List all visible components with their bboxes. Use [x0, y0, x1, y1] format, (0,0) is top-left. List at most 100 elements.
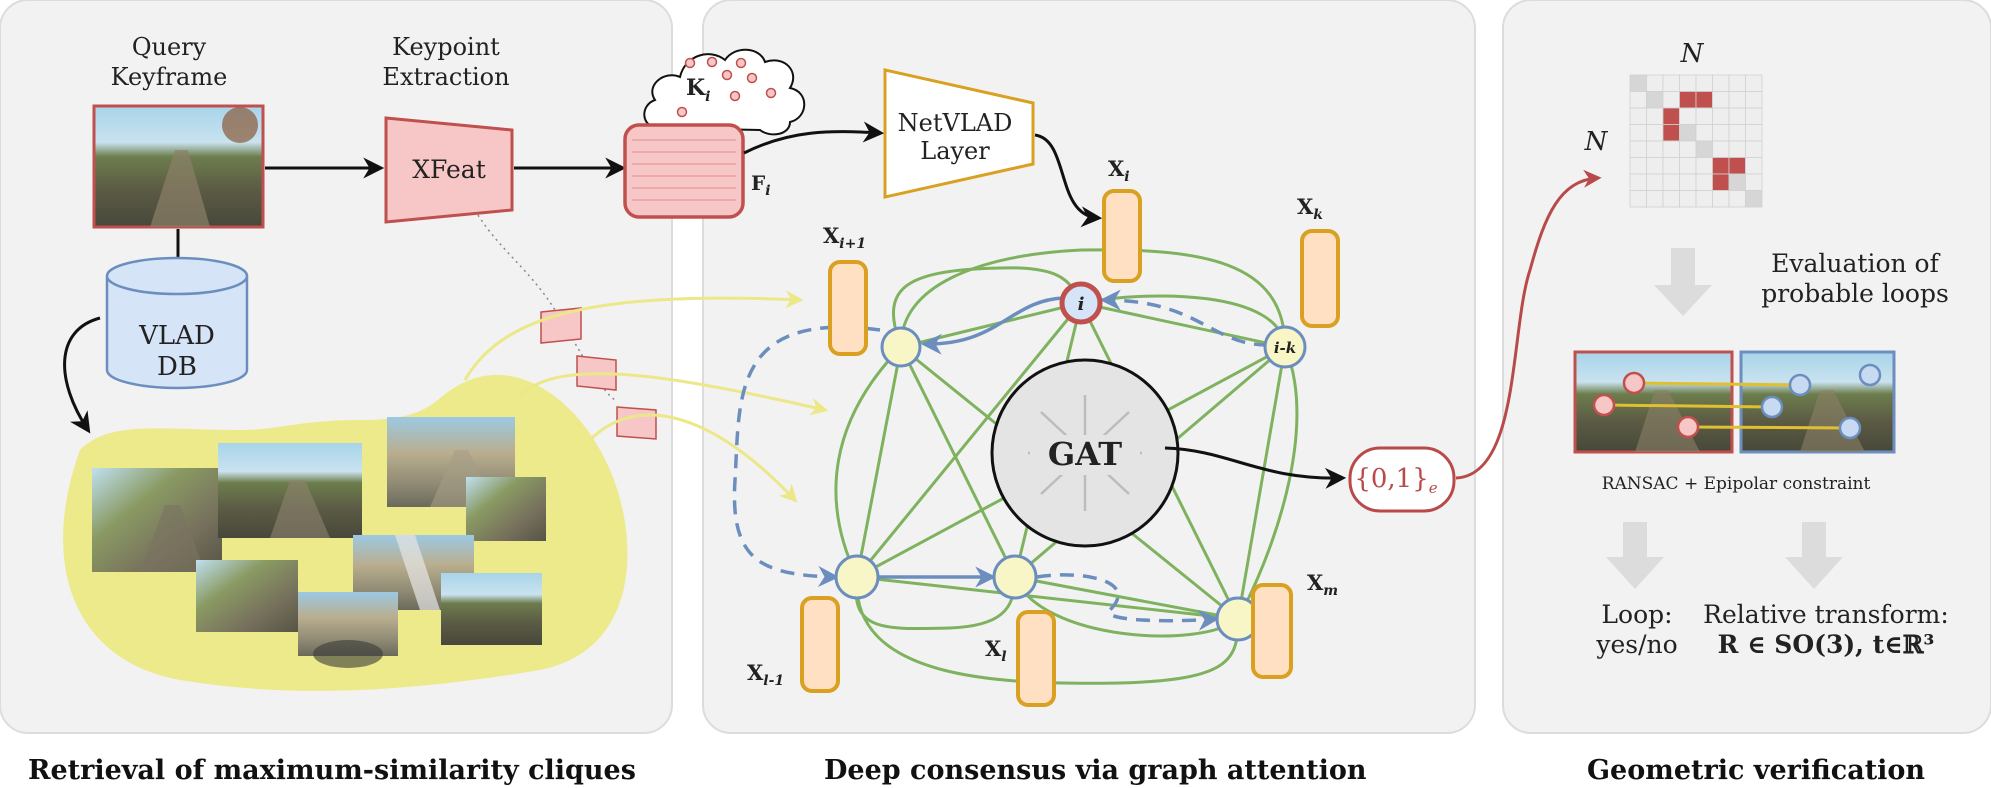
descriptor-xl	[1016, 610, 1056, 707]
matrix-cell	[1629, 157, 1647, 175]
candidate-image-8	[298, 592, 398, 668]
matrix-row-label: N	[1584, 127, 1609, 157]
xl-label: Xl	[985, 636, 1007, 665]
keypoint-dots	[676, 56, 777, 118]
matrix-cell	[1728, 91, 1746, 109]
matrix-cell	[1646, 91, 1664, 109]
netvlad-box	[883, 68, 1035, 199]
matrix-cell	[1662, 74, 1680, 92]
query-label-line1: Query	[132, 33, 207, 61]
matrix-cell	[1712, 173, 1730, 191]
consensus-panel-title: Deep consensus via graph attention	[824, 755, 1367, 786]
features-to-netvlad-arrow	[743, 121, 885, 155]
yellow-arrow-2	[519, 372, 829, 416]
descriptor-xi1	[828, 260, 868, 356]
matrix-cell	[1629, 74, 1647, 92]
gat-to-output-arrow	[1164, 446, 1347, 489]
matrix-cell	[1695, 157, 1713, 175]
netvlad-label-line2: Layer	[920, 137, 990, 165]
matrix-cell	[1662, 124, 1680, 142]
matrix-cell	[1745, 140, 1763, 158]
matrix-cell	[1745, 107, 1763, 125]
matrix-cell	[1695, 91, 1713, 109]
matrix-cell	[1712, 74, 1730, 92]
matrix-cell	[1695, 190, 1713, 208]
yellow-arrow-3	[588, 413, 798, 503]
matrix-cell	[1629, 91, 1647, 109]
matrix-cell	[1646, 74, 1664, 92]
matrix-cell	[1679, 140, 1697, 158]
adjacency-matrix	[1629, 74, 1763, 208]
eval-label-line2: probable loops	[1761, 279, 1949, 308]
descriptor-xk	[1300, 229, 1340, 328]
matrix-cell	[1712, 157, 1730, 175]
matrix-cell	[1712, 91, 1730, 109]
transform-label-line1: Relative transform:	[1703, 600, 1949, 629]
matrix-cell	[1629, 190, 1647, 208]
db-to-cliques-arrow	[63, 316, 101, 434]
xfeat-label: XFeat	[412, 155, 486, 184]
matrix-cell	[1728, 124, 1746, 142]
matrix-cell	[1662, 140, 1680, 158]
matrix-cell	[1679, 173, 1697, 191]
matrix-cell	[1745, 190, 1763, 208]
xi1-label: Xi+1	[823, 223, 866, 252]
matrix-cell	[1745, 157, 1763, 175]
matrix-cell	[1712, 107, 1730, 125]
matrix-cell	[1679, 190, 1697, 208]
candidate-image-7	[441, 573, 542, 645]
matrix-cell	[1728, 190, 1746, 208]
matrix-cell	[1712, 140, 1730, 158]
candidate-image-2	[218, 443, 362, 538]
matrix-cell	[1679, 107, 1697, 125]
matrix-cell	[1728, 140, 1746, 158]
edge-output-label: {0,1}e	[1354, 464, 1437, 497]
blue-arrow-i-to-i1	[920, 296, 1065, 355]
matrix-cell	[1662, 190, 1680, 208]
gat-label: GAT	[1048, 435, 1122, 473]
fi-label: Fi	[751, 171, 771, 199]
matrix-cell	[1695, 74, 1713, 92]
xi-label: Xi	[1108, 156, 1130, 185]
matrix-cell	[1728, 107, 1746, 125]
blue-dashed-i1-to-l1	[732, 325, 881, 588]
matrix-cell	[1662, 91, 1680, 109]
matrix-cell	[1728, 74, 1746, 92]
matrix-col-label: N	[1680, 39, 1705, 69]
blue-dashed-l-to-m	[1036, 573, 1220, 631]
keypoint-label-line1: Keypoint	[392, 33, 500, 61]
keypoint-label-line2: Extraction	[382, 63, 509, 91]
gat-label-bg	[1030, 435, 1140, 475]
matrix-cell	[1662, 157, 1680, 175]
verification-panel-title: Geometric verification	[1587, 755, 1926, 786]
xfeat-box	[384, 116, 514, 224]
mini-xfeat-3	[616, 406, 657, 440]
node-i-minus-k	[1263, 325, 1307, 369]
matrix-cell	[1679, 157, 1697, 175]
xm-label: Xm	[1307, 570, 1338, 599]
output-to-matrix-arrow	[1455, 169, 1602, 480]
matrix-cell	[1646, 157, 1664, 175]
matrix-cell	[1662, 173, 1680, 191]
matrix-cell	[1728, 173, 1746, 191]
left-keypoints	[1592, 371, 1700, 439]
descriptor-xm	[1251, 583, 1293, 679]
feature-box	[623, 123, 745, 219]
grey-arrow-transform	[1785, 522, 1843, 589]
candidate-image-4	[466, 477, 546, 541]
node-i-label: i	[1078, 294, 1085, 315]
matrix-cell	[1646, 173, 1664, 191]
ki-label: Ki	[686, 75, 710, 105]
grey-arrow-loop	[1606, 522, 1664, 589]
node-l-minus-1	[834, 554, 880, 600]
matrix-cell	[1629, 140, 1647, 158]
matrix-cell	[1712, 190, 1730, 208]
matrix-cell	[1679, 91, 1697, 109]
matrix-cell	[1662, 107, 1680, 125]
node-i-plus-1	[880, 326, 922, 368]
matrix-cell	[1695, 140, 1713, 158]
transform-label-line2: R ∈ SO(3), t∈ℝ³	[1718, 630, 1935, 659]
descriptor-xi	[1102, 189, 1142, 283]
xl1-label: Xl-1	[747, 660, 784, 689]
